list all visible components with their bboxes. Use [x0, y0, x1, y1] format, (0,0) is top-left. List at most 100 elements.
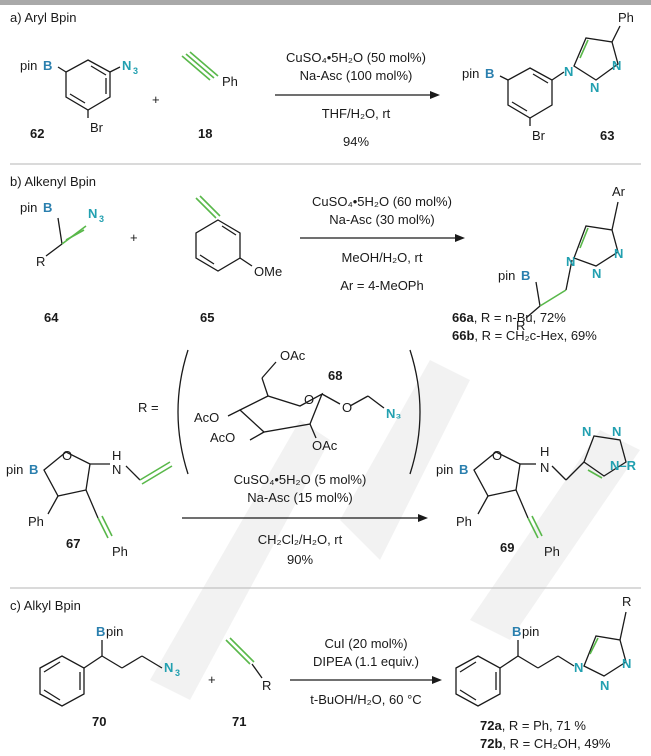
- yield-b2: 90%: [287, 552, 313, 567]
- reagent-c-2: DIPEA (1.1 equiv.): [313, 654, 419, 669]
- pin-label: pin: [462, 66, 479, 81]
- solvent-a: THF/H₂O, rt: [322, 106, 391, 121]
- compound-70: B pin N 3 70: [39, 624, 180, 729]
- section-a-title: a) Aryl Bpin: [10, 10, 76, 25]
- compound-65: OMe 65: [195, 195, 282, 325]
- amine-n: N: [112, 462, 121, 477]
- plus-sign: +: [208, 672, 216, 687]
- compound-63: pin B Br Ph N N N 63: [462, 10, 634, 143]
- product-66b-line: 66b, R = CH₂c-Hex, 69%: [452, 328, 597, 343]
- bromo-atom: Br: [90, 120, 104, 135]
- reagent-c-1: CuI (20 mol%): [324, 636, 407, 651]
- label-62: 62: [30, 126, 44, 141]
- section-b-title: b) Alkenyl Bpin: [10, 174, 96, 189]
- r-group: R: [622, 594, 631, 609]
- pin-label: pin: [20, 200, 37, 215]
- r-equals: R =: [138, 400, 159, 415]
- reagent-a-1: CuSO₄•5H₂O (50 mol%): [286, 50, 426, 65]
- oac-2: OAc: [312, 438, 338, 453]
- phenyl-label: Ph: [618, 10, 634, 25]
- solvent-b: MeOH/H₂O, rt: [342, 250, 423, 265]
- bromo-atom: Br: [532, 128, 546, 143]
- triazole-n1-r: N–R: [610, 458, 637, 473]
- pin-label: pin: [106, 624, 123, 639]
- boron-atom: B: [43, 200, 52, 215]
- reagent-b-1: CuSO₄•5H₂O (60 mol%): [312, 194, 452, 209]
- label-18: 18: [198, 126, 212, 141]
- glycosidic-oxygen: O: [342, 400, 352, 415]
- phenyl-label: Ph: [222, 74, 238, 89]
- boron-atom: B: [43, 58, 52, 73]
- pin-label: pin: [436, 462, 453, 477]
- compound-71: R 71: [225, 637, 271, 729]
- compound-62: pin B N 3 Br 62: [20, 58, 138, 141]
- reagent-b2-2: Na-Asc (15 mol%): [247, 490, 352, 505]
- phenyl-label: Ph: [456, 514, 472, 529]
- ring-oxygen: O: [304, 392, 314, 407]
- label-72b: 72b: [480, 736, 502, 751]
- label-65: 65: [200, 310, 214, 325]
- phenyl-label: Ph: [28, 514, 44, 529]
- amine-h: H: [112, 448, 121, 463]
- r-group: R: [262, 678, 271, 693]
- azide-sub: 3: [99, 214, 104, 224]
- boron-atom: B: [459, 462, 468, 477]
- glycoside-68: R = OAc 68 O AcO AcO OAc O N₃: [138, 348, 421, 475]
- azide-n: N: [88, 206, 97, 221]
- pin-label: pin: [6, 462, 23, 477]
- label-63: 63: [600, 128, 614, 143]
- triazole-n3: N: [590, 80, 599, 95]
- triazole-n3: N: [600, 678, 609, 693]
- section-c-title: c) Alkyl Bpin: [10, 598, 81, 613]
- reagent-b-2: Na-Asc (30 mol%): [329, 212, 434, 227]
- result-72b: , R = CH₂OH, 49%: [502, 736, 610, 751]
- reagent-b2-1: CuSO₄•5H₂O (5 mol%): [234, 472, 367, 487]
- label-64: 64: [44, 310, 59, 325]
- azide-sub: 3: [175, 668, 180, 678]
- triazole-n1: N: [574, 660, 583, 675]
- label-71: 71: [232, 714, 246, 729]
- r-group: R: [516, 318, 525, 333]
- arrow-b1: CuSO₄•5H₂O (60 mol%) Na-Asc (30 mol%) Me…: [300, 194, 465, 293]
- sugar-azide: N₃: [386, 406, 401, 421]
- oac-6: OAc: [280, 348, 306, 363]
- arrow-b2: CuSO₄•5H₂O (5 mol%) Na-Asc (15 mol%) CH₂…: [182, 472, 428, 567]
- triazole-n2: N: [622, 656, 631, 671]
- azide-sub: 3: [133, 66, 138, 76]
- label-66a: 66a: [452, 310, 474, 325]
- triazole-n2: N: [612, 58, 621, 73]
- result-72a: , R = Ph, 71 %: [502, 718, 587, 733]
- top-bar: [0, 0, 651, 5]
- result-66a: , R = n-Bu, 72%: [474, 310, 567, 325]
- phenyl-label: Ph: [544, 544, 560, 559]
- plus-sign: +: [152, 92, 160, 107]
- phenyl-label: Ph: [112, 544, 128, 559]
- azide-n: N: [122, 58, 131, 73]
- pin-label: pin: [20, 58, 37, 73]
- pin-label: pin: [522, 624, 539, 639]
- label-72a: 72a: [480, 718, 502, 733]
- boron-atom: B: [96, 624, 105, 639]
- plus-sign: +: [130, 230, 138, 245]
- triazole-n3: N: [582, 424, 591, 439]
- label-66b: 66b: [452, 328, 474, 343]
- solvent-c: t-BuOH/H₂O, 60 °C: [310, 692, 421, 707]
- arrow-a: CuSO₄•5H₂O (50 mol%) Na-Asc (100 mol%) T…: [275, 50, 440, 149]
- amine-h: H: [540, 444, 549, 459]
- product-66a-line: 66a, R = n-Bu, 72%: [452, 310, 566, 325]
- result-66b: , R = CH₂c-Hex, 69%: [474, 328, 597, 343]
- aco-4: AcO: [194, 410, 219, 425]
- pin-label: pin: [498, 268, 515, 283]
- azide-n: N: [164, 660, 173, 675]
- yield-a: 94%: [343, 134, 369, 149]
- aryl-label: Ar: [612, 184, 626, 199]
- compound-72: R B pin N N N 72a, R = Ph, 71 % 72b, R =…: [455, 594, 631, 751]
- product-72b-line: 72b, R = CH₂OH, 49%: [480, 736, 611, 751]
- triazole-n3: N: [592, 266, 601, 281]
- r-group: R: [36, 254, 45, 269]
- boron-atom: B: [521, 268, 530, 283]
- triazole-n2: N: [612, 424, 621, 439]
- boron-atom: B: [512, 624, 521, 639]
- compound-69: pin B O H N N N N–R Ph Ph 69: [436, 424, 637, 559]
- label-68: 68: [328, 368, 342, 383]
